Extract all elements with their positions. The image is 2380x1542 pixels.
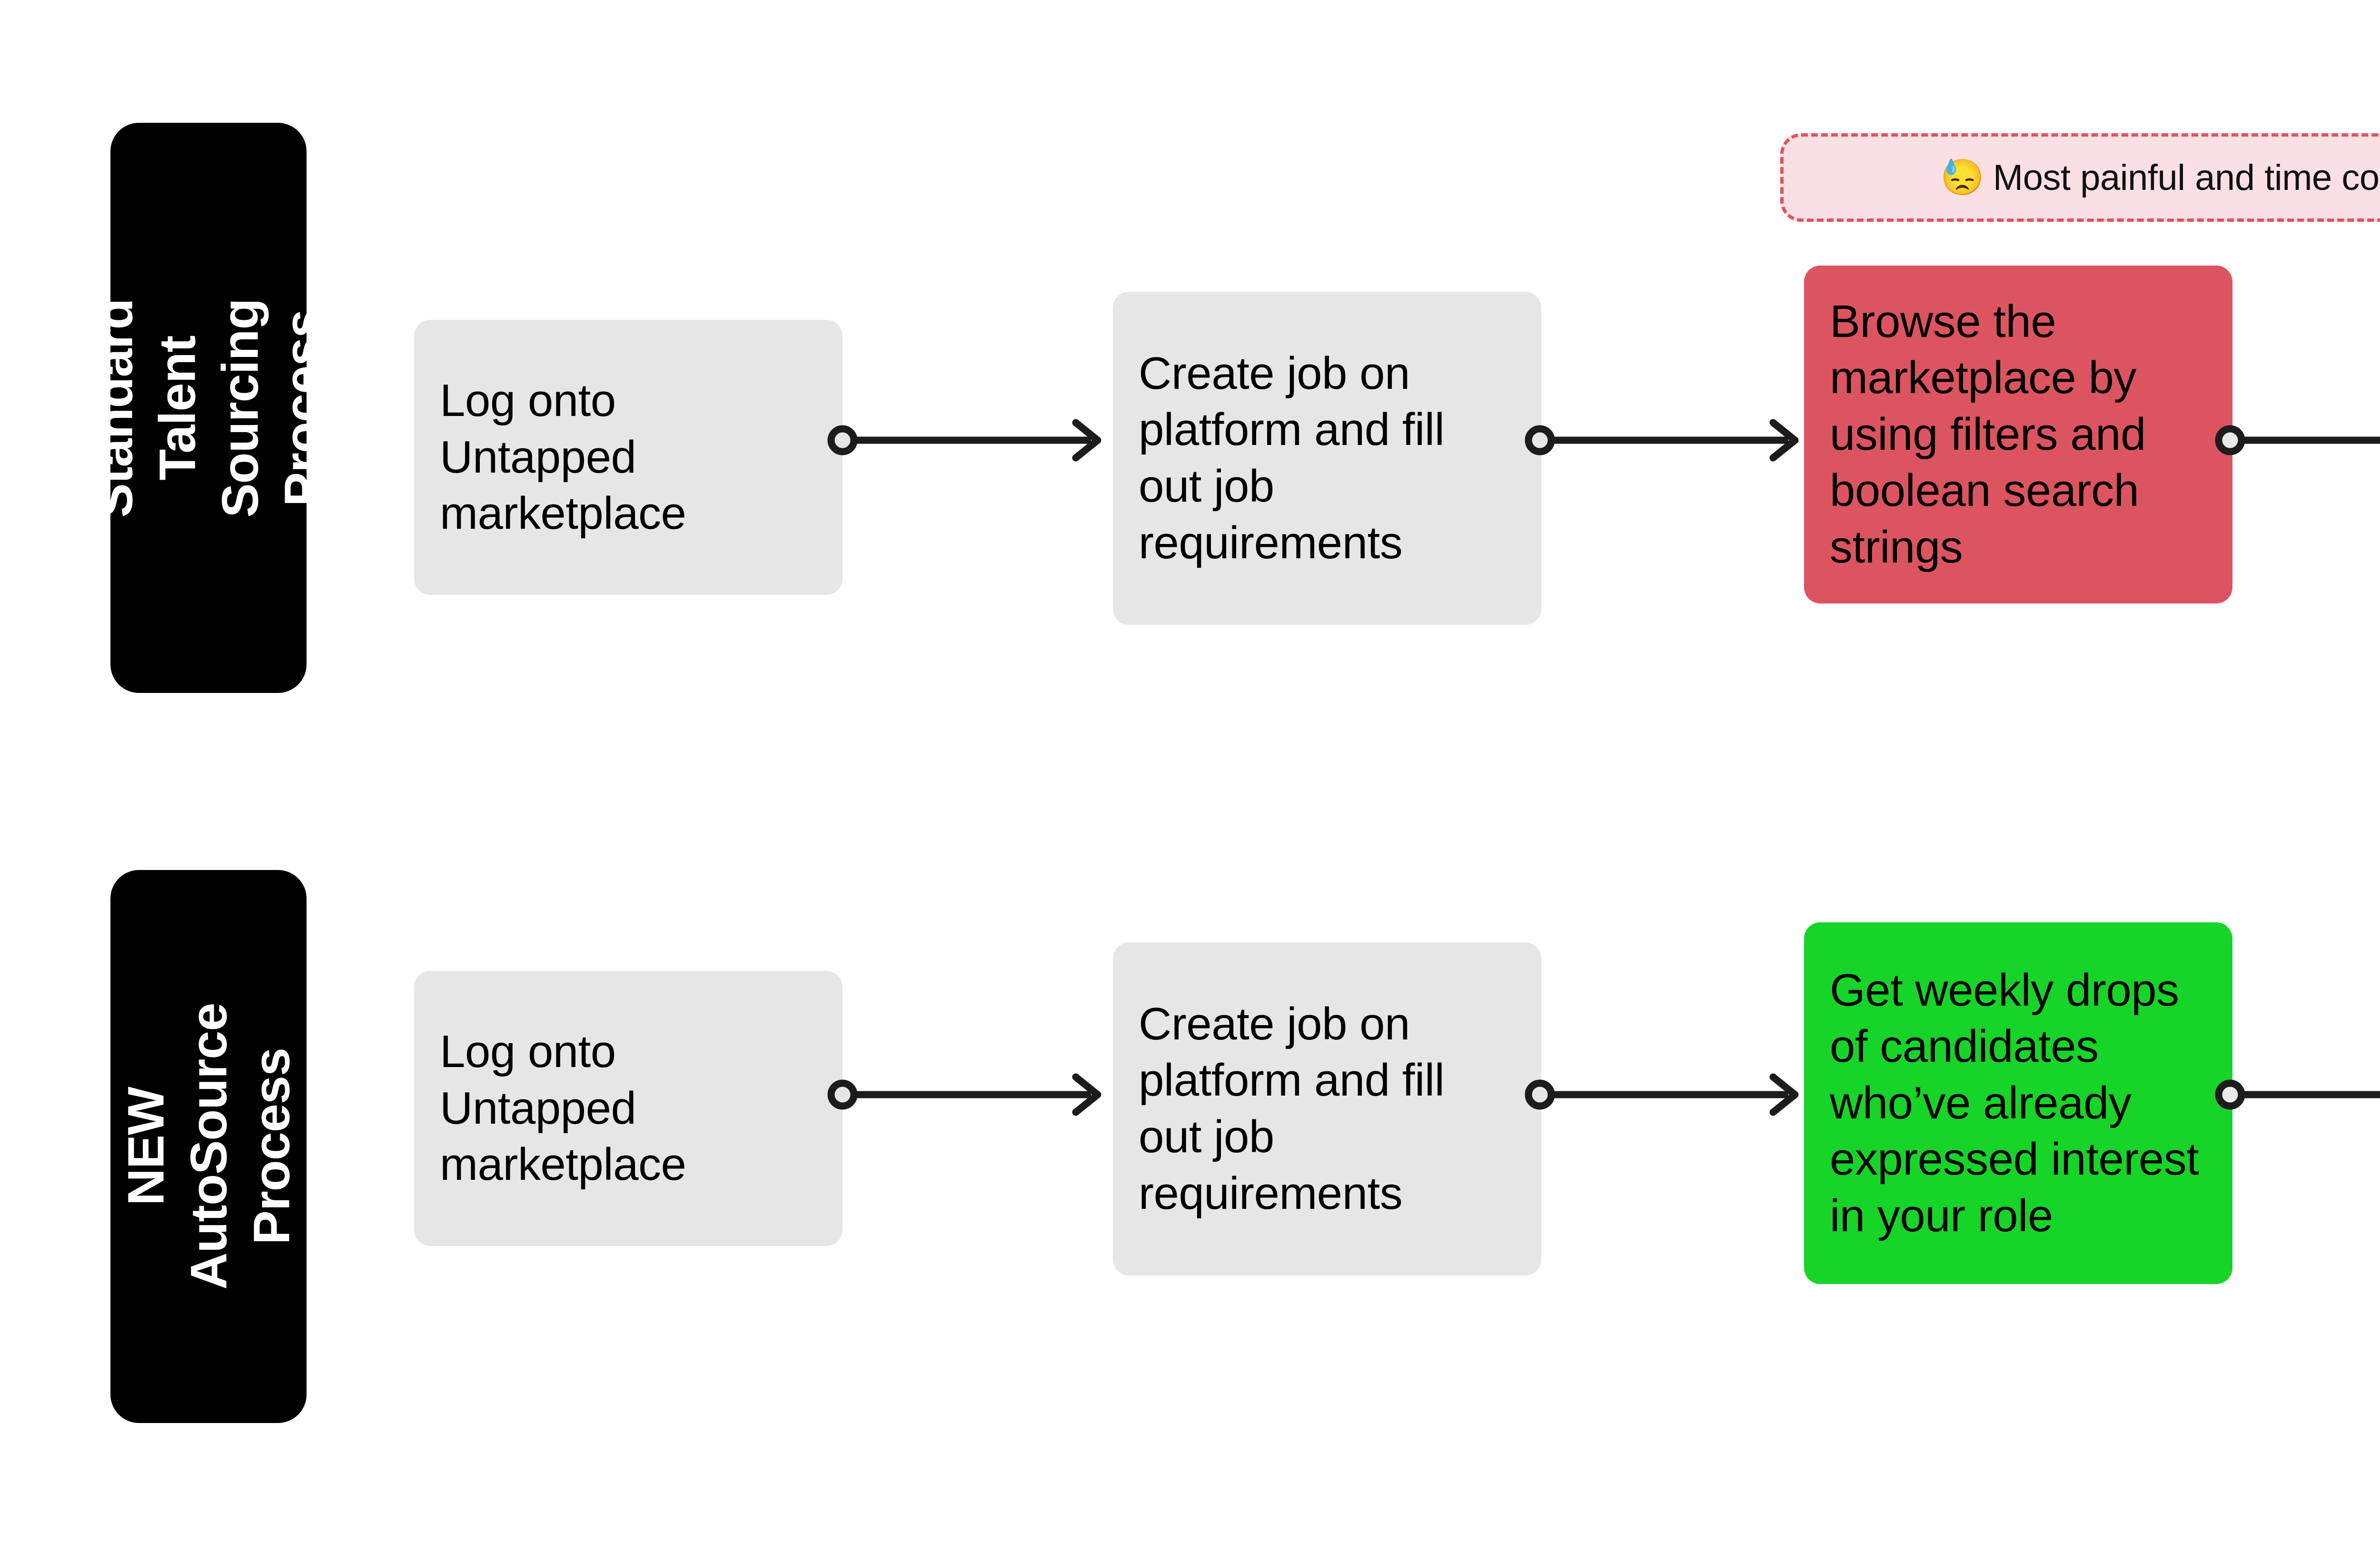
connector-arrow-autosource-1-to-2 bbox=[827, 1073, 1114, 1116]
step-box-standard-2[interactable]: Create job on platform and fill out job … bbox=[1113, 292, 1541, 625]
step-box-autosource-2[interactable]: Create job on platform and fill out job … bbox=[1113, 942, 1541, 1275]
connector-arrow-autosource-3-to-4 bbox=[2215, 1073, 2380, 1116]
connector-arrow-autosource-2-to-3 bbox=[1525, 1073, 1811, 1116]
lane-label-text: NEW AutoSource Process bbox=[117, 1003, 300, 1290]
step-box-standard-3[interactable]: Browse the marketplace by using filters … bbox=[1804, 266, 2232, 603]
lane-label-standard-talent-sourcing-process: Standard Talent Sourcing Process bbox=[86, 123, 331, 693]
connector-arrow-standard-3-to-4 bbox=[2215, 419, 2380, 462]
step-box-label: Create job on platform and fill out job … bbox=[1139, 347, 1445, 568]
step-box-standard-1[interactable]: Log onto Untapped marketplace bbox=[414, 320, 843, 595]
step-box-label: Get weekly drops of candidates who’ve al… bbox=[1830, 964, 2199, 1241]
callout-text: Most painful and time consuming part of … bbox=[1993, 157, 2380, 198]
callout-most-painful-step: 😓 Most painful and time consuming part o… bbox=[1780, 133, 2380, 222]
connector-arrow-standard-2-to-3 bbox=[1525, 419, 1811, 462]
step-box-label: Create job on platform and fill out job … bbox=[1139, 998, 1445, 1219]
downcast-face-with-sweat-emoji: 😓 bbox=[1940, 158, 1984, 197]
lane-label-new-autosource-process: NEW AutoSource Process bbox=[110, 870, 307, 1423]
step-box-autosource-1[interactable]: Log onto Untapped marketplace bbox=[414, 971, 843, 1246]
connector-arrow-standard-1-to-2 bbox=[827, 419, 1114, 462]
step-box-autosource-3[interactable]: Get weekly drops of candidates who’ve al… bbox=[1804, 922, 2232, 1284]
step-box-label: Log onto Untapped marketplace bbox=[440, 375, 686, 539]
step-box-label: Log onto Untapped marketplace bbox=[440, 1026, 686, 1190]
lane-label-text: Standard Talent Sourcing Process bbox=[85, 298, 331, 518]
step-box-label: Browse the marketplace by using filters … bbox=[1830, 296, 2146, 573]
